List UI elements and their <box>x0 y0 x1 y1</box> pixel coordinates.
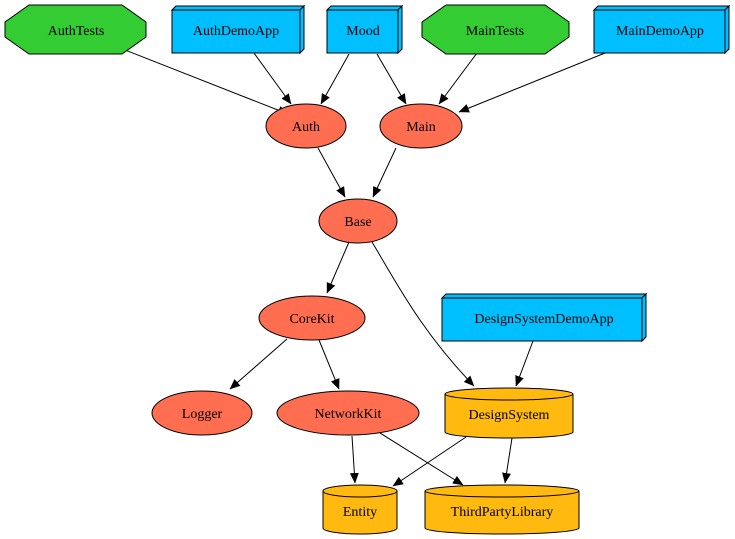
box-front-face <box>593 9 726 54</box>
cylinder-body <box>424 491 580 535</box>
node-entity[interactable]: Entity <box>322 484 398 535</box>
node-corekit[interactable]: CoreKit <box>258 295 366 341</box>
edge-corekit-networkkit <box>318 339 340 390</box>
cylinder-top <box>322 484 398 498</box>
box-top-face <box>440 293 648 299</box>
edge-corekit-logger <box>229 338 288 390</box>
box-front-face <box>171 9 301 54</box>
ellipse-shape <box>265 103 347 149</box>
edge-authdemoapp-auth <box>253 52 292 105</box>
node-maindemoapp[interactable]: MainDemoApp <box>592 4 731 55</box>
node-label: AuthDemoApp <box>193 24 279 39</box>
edge-mood-main <box>376 53 407 105</box>
edge-networkkit-thirdpartylibrary <box>379 432 464 486</box>
cylinder-body <box>322 491 398 535</box>
edge-base-designsystem <box>371 241 475 387</box>
box-side-face <box>641 292 647 343</box>
edge-authtests-auth <box>119 47 289 115</box>
box-top-face <box>170 5 306 11</box>
node-authdemoapp[interactable]: AuthDemoApp <box>170 4 306 55</box>
cylinder-body <box>444 394 574 439</box>
node-label: MainDemoApp <box>616 24 704 39</box>
node-label: Base <box>344 215 371 230</box>
node-networkkit[interactable]: NetworkKit <box>276 390 420 436</box>
node-label: AuthTests <box>48 24 105 39</box>
octagon-shape <box>4 4 147 55</box>
node-label: DesignSystem <box>469 408 550 423</box>
node-maintests[interactable]: MainTests <box>421 4 570 55</box>
node-label: Mood <box>346 24 379 39</box>
edge-main-base <box>372 147 397 198</box>
octagon-shape <box>421 4 570 55</box>
edge-networkkit-entity <box>349 435 359 484</box>
edge-maindemoapp-main <box>458 52 606 113</box>
edge-designsystemdemoapp-designsystem <box>515 340 534 387</box>
node-auth[interactable]: Auth <box>265 103 347 149</box>
edge-auth-base <box>317 147 346 198</box>
cylinder-top <box>424 484 580 498</box>
node-authtests[interactable]: AuthTests <box>4 4 147 55</box>
node-label: DesignSystemDemoApp <box>474 312 613 327</box>
node-thirdpartylibrary[interactable]: ThirdPartyLibrary <box>424 484 580 535</box>
box-side-face <box>299 4 305 55</box>
ellipse-shape <box>276 390 420 436</box>
cylinder-top <box>444 387 574 401</box>
edge-base-corekit <box>326 241 350 294</box>
box-top-face <box>325 5 404 11</box>
node-label: Auth <box>292 120 320 135</box>
node-label: Entity <box>343 505 377 520</box>
edge-layer <box>119 47 606 487</box>
edge-designsystem-thirdpartylibrary <box>502 437 513 484</box>
edge-mood-auth <box>320 53 350 105</box>
node-mood[interactable]: Mood <box>325 4 404 55</box>
box-side-face <box>397 4 403 55</box>
node-label: MainTests <box>466 24 524 39</box>
box-side-face <box>724 4 730 55</box>
node-label: CoreKit <box>289 312 334 327</box>
box-front-face <box>326 9 399 54</box>
ellipse-shape <box>151 390 253 436</box>
node-main[interactable]: Main <box>379 103 463 149</box>
edge-designsystem-entity <box>392 436 467 487</box>
node-label: Main <box>406 120 436 135</box>
node-logger[interactable]: Logger <box>151 390 253 436</box>
box-front-face <box>441 297 643 342</box>
node-designsystemdemoapp[interactable]: DesignSystemDemoApp <box>440 292 648 343</box>
node-base[interactable]: Base <box>318 198 398 244</box>
ellipse-shape <box>318 198 398 244</box>
box-top-face <box>592 5 731 11</box>
edge-maintests-main <box>438 52 478 105</box>
node-label: Logger <box>182 407 223 422</box>
node-label: ThirdPartyLibrary <box>451 505 554 520</box>
node-designsystem[interactable]: DesignSystem <box>444 387 574 439</box>
ellipse-shape <box>379 103 463 149</box>
ellipse-shape <box>258 295 366 341</box>
node-label: NetworkKit <box>315 407 382 422</box>
